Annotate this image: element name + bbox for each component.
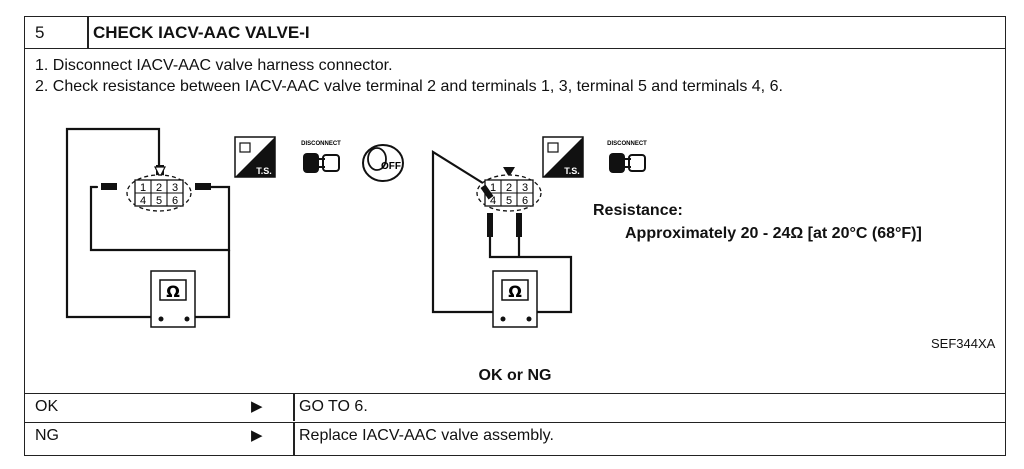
ts-icon: T.S. [542, 136, 584, 178]
right-lead-wire-b [488, 233, 573, 314]
right-terminal-4: 4 [490, 195, 496, 207]
right-probe-wire-a [431, 150, 502, 314]
arrow-right-icon: ▶ [251, 427, 263, 444]
instruction-list: 1. Disconnect IACV-AAC valve harness con… [35, 55, 783, 97]
result-action: GO TO 6. [299, 398, 368, 415]
left-terminal-1: 1 [140, 182, 146, 194]
instruction-step-1: 1. Disconnect IACV-AAC valve harness con… [35, 57, 393, 74]
right-terminal-6: 6 [522, 195, 528, 207]
instruction-step-2: 2. Check resistance between IACV-AAC val… [35, 78, 783, 95]
left-harness-wire [89, 185, 231, 252]
figure-code: SEF344XA [931, 336, 996, 351]
svg-text:T.S.: T.S. [256, 166, 272, 176]
ignition-off-icon: OFF [362, 144, 404, 182]
right-terminal-3: 3 [522, 182, 528, 194]
left-connector: 1 2 3 4 5 6 [101, 165, 211, 212]
left-probe-wire-b [187, 248, 231, 319]
right-terminal-5: 5 [506, 195, 512, 207]
left-terminal-2: 2 [156, 182, 162, 194]
step-number: 5 [35, 23, 45, 42]
ohmmeter-icon: Ω [492, 270, 538, 328]
result-action: Replace IACV-AAC valve assembly. [299, 427, 554, 444]
ohm-symbol: Ω [508, 282, 522, 301]
resistance-label: Resistance: [593, 202, 683, 219]
ohm-symbol: Ω [166, 282, 180, 301]
ok-ng-question: OK or NG [478, 367, 552, 384]
svg-text:DISCONNECT: DISCONNECT [607, 141, 647, 147]
result-row-ng: NG ▶ Replace IACV-AAC valve assembly. [25, 422, 1005, 455]
left-terminal-4: 4 [140, 195, 146, 207]
left-probe-wire-a [65, 127, 163, 319]
svg-text:OFF: OFF [381, 161, 401, 172]
row-divider [293, 394, 295, 421]
row-divider [293, 423, 295, 455]
svg-text:DISCONNECT: DISCONNECT [301, 141, 341, 147]
step-title: CHECK IACV-AAC VALVE-I [93, 23, 310, 42]
ts-icon: T.S. [234, 136, 276, 178]
right-terminal-1: 1 [490, 182, 496, 194]
svg-text:T.S.: T.S. [564, 166, 580, 176]
ohmmeter-icon: Ω [150, 270, 196, 328]
header-divider [87, 17, 89, 48]
resistance-value: Approximately 20 - 24Ω [at 20°C (68°F)] [625, 225, 922, 242]
left-terminal-5: 5 [156, 195, 162, 207]
right-terminal-2: 2 [506, 182, 512, 194]
disconnect-icon: DISCONNECT [607, 141, 647, 173]
result-key: NG [35, 427, 59, 444]
step-header: 5 CHECK IACV-AAC VALVE-I [25, 17, 1005, 49]
result-key: OK [35, 398, 59, 415]
procedure-frame: 5 CHECK IACV-AAC VALVE-I 1. Disconnect I… [24, 16, 1006, 456]
result-row-ok: OK ▶ GO TO 6. [25, 393, 1005, 421]
disconnect-icon: DISCONNECT [301, 141, 341, 173]
right-connector: 1 2 3 4 5 6 [476, 167, 542, 257]
left-terminal-6: 6 [172, 195, 178, 207]
wiring-diagram: 1 2 3 4 5 6 Ω 1 2 3 4 5 6 [65, 127, 647, 328]
arrow-right-icon: ▶ [251, 398, 263, 415]
left-terminal-3: 3 [172, 182, 178, 194]
